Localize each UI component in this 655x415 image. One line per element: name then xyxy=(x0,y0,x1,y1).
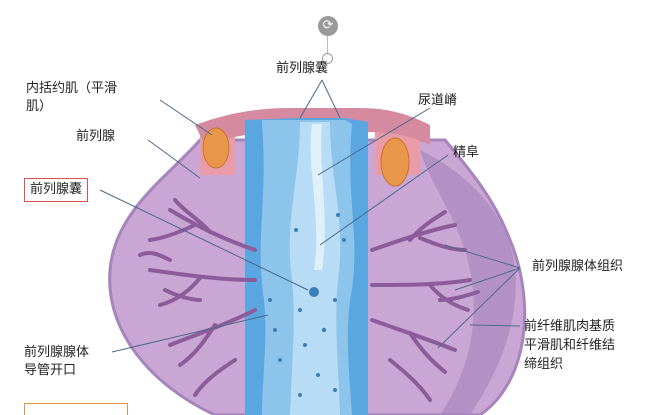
label-colliculus: 精阜 xyxy=(453,145,480,160)
label-capsule-left: 前列腺囊 xyxy=(24,178,89,202)
urethral-crest xyxy=(310,124,325,270)
rotate-node[interactable] xyxy=(322,53,333,64)
label-stroma-3: 缔组织 xyxy=(524,357,564,372)
bottom-cropped-box xyxy=(24,403,128,415)
label-duct-2: 导管开口 xyxy=(24,363,77,378)
sphincter-muscle-left xyxy=(202,127,230,169)
rotate-icon[interactable]: ⟳ xyxy=(318,16,338,36)
label-urethral-crest: 尿道嵴 xyxy=(418,93,458,108)
label-internal-sphincter: 内括约肌（平滑 xyxy=(26,81,118,96)
label-duct-1: 前列腺腺体 xyxy=(24,345,90,360)
label-internal-sphincter-2: 肌） xyxy=(26,99,53,114)
rotate-stem xyxy=(327,36,328,56)
leader-lines xyxy=(99,79,521,353)
gland-outer-right xyxy=(420,150,516,415)
label-gland-tissue: 前列腺腺体组织 xyxy=(532,259,624,274)
duct-openings xyxy=(268,213,346,397)
label-capsule-top: 前列腺囊 xyxy=(276,61,329,76)
label-prostate: 前列腺 xyxy=(76,129,116,144)
label-stroma-1: 前纤维肌肉基质 xyxy=(524,319,616,334)
gland-ducts-left xyxy=(138,198,257,397)
sphincter-muscle-right xyxy=(380,137,410,187)
label-stroma-2: 平滑肌和纤维结 xyxy=(524,338,616,353)
